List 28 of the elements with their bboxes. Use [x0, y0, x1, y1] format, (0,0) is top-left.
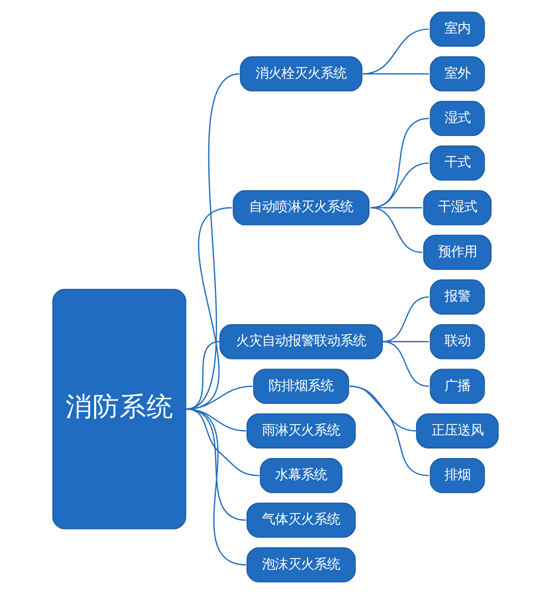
connector	[370, 207, 422, 253]
connector	[362, 28, 428, 74]
node-box: 防排烟系统	[252, 368, 349, 404]
node-box: 湿式	[429, 100, 484, 136]
connector	[349, 386, 428, 476]
node-box: 室内	[429, 12, 484, 47]
node-box: 水幕系统	[259, 458, 342, 494]
node-box: 气体灭火系统	[246, 502, 356, 538]
connector	[185, 408, 246, 521]
connector	[349, 386, 416, 432]
node-box: 消火栓灭火系统	[239, 56, 362, 92]
connector	[185, 408, 246, 566]
node-box: 室外	[429, 56, 484, 92]
node-box: 正压送风	[416, 413, 498, 448]
node-box: 自动喷淋灭火系统	[232, 190, 370, 226]
node-box: 排烟	[429, 458, 484, 494]
node-box: 干式	[429, 146, 484, 181]
node-box: 联动	[429, 324, 484, 360]
node-box: 干湿式	[422, 190, 492, 226]
node-box: 预作用	[422, 234, 492, 270]
node-box: 火灾自动报警联动系统	[218, 324, 382, 360]
node-box: 广播	[429, 368, 484, 404]
node-box: 泡沫灭火系统	[246, 547, 356, 582]
node-box: 消防系统	[52, 288, 186, 530]
node-box: 报警	[429, 279, 484, 315]
node-box: 雨淋灭火系统	[246, 413, 356, 448]
connector	[362, 73, 428, 74]
connector	[382, 341, 428, 387]
